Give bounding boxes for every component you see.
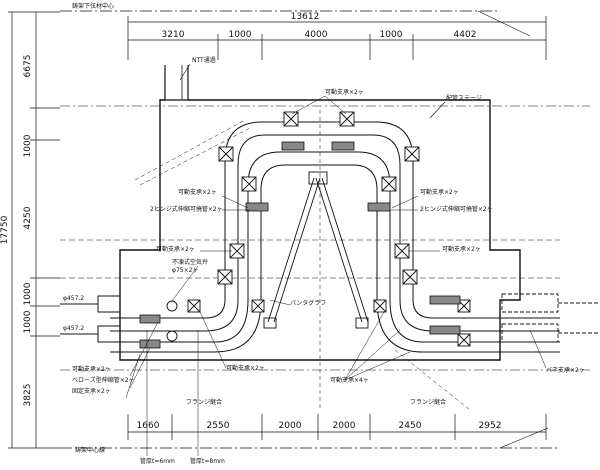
label-top-center: 鋳架下弦材中心 xyxy=(72,2,114,10)
callout-leaders xyxy=(125,95,547,399)
label-bottom-center: 鋳架中心線 xyxy=(75,446,105,454)
dim-bottom-6: 2952 xyxy=(479,421,502,431)
label-flange-right: フランジ継合 xyxy=(410,398,446,406)
flex-joints xyxy=(139,141,461,349)
plate-leaders xyxy=(146,330,199,456)
air-valves xyxy=(166,300,178,342)
label-pipe-size-2: φ457.2 xyxy=(63,325,84,332)
dim-left-6: 3825 xyxy=(23,384,33,407)
top-dimensions xyxy=(60,10,547,60)
pantograph-truss xyxy=(263,171,369,329)
label-movable-bottom-left: 可動支承×2ヶ xyxy=(72,365,111,373)
label-movable-right: 可動支承×2ヶ xyxy=(420,188,459,196)
label-bellows: ベローズ型伸縮管×2ヶ xyxy=(72,376,135,384)
label-valve: 不凍式空気弁 xyxy=(172,258,208,266)
dim-left-2: 1000 xyxy=(23,134,33,157)
label-truss: パンタグラフ xyxy=(290,299,326,307)
dim-left-overall: 17750 xyxy=(0,215,10,244)
dim-left-4: 1000 xyxy=(23,282,33,305)
label-stage: 配管ステージ xyxy=(446,94,482,102)
label-hinge-left: 2ヒンジ式伸縮可撓管×2ヶ xyxy=(150,205,223,213)
label-spring: バネ支承×2ヶ xyxy=(546,366,585,374)
dim-bottom-4: 2000 xyxy=(333,421,356,431)
dim-bottom-1: 1660 xyxy=(137,421,160,431)
dim-left-3: 4250 xyxy=(23,206,33,229)
label-movable-bottom: 可動支承×2ヶ xyxy=(226,364,265,372)
label-hinge-right: 2ヒンジ式伸縮可撓管×2ヶ xyxy=(420,205,493,213)
label-plate-1: 管厚t=6mm xyxy=(140,457,175,465)
dim-top-1: 3210 xyxy=(162,30,185,40)
label-pipe-size-1: φ457.2 xyxy=(63,295,84,302)
stage-outline xyxy=(60,65,590,371)
dim-top-4: 1000 xyxy=(380,30,403,40)
dim-left-1: 6675 xyxy=(23,55,33,78)
bottom-dimensions xyxy=(60,414,560,449)
label-valve-size: φ75×2ヶ xyxy=(172,267,198,274)
label-movable-mid-right: 可動支承×2ヶ xyxy=(442,245,481,253)
label-fixed: 固定支承×2ヶ xyxy=(72,387,111,395)
pipe-supports xyxy=(187,111,471,347)
dim-top-overall: 13612 xyxy=(291,12,320,22)
dim-left-5: 1000 xyxy=(23,310,33,333)
construction-lines xyxy=(134,110,471,411)
dim-top-3: 4000 xyxy=(305,30,328,40)
dim-bottom-3: 2000 xyxy=(279,421,302,431)
left-dimensions xyxy=(8,11,60,449)
label-ntt: NTT通過 xyxy=(192,56,216,64)
label-movable-mid-left: 可動支承×2ヶ xyxy=(156,245,195,253)
dim-bottom-2: 2550 xyxy=(207,421,230,431)
label-movable-top: 可動支承×2ヶ xyxy=(325,88,364,96)
dim-top-5: 4402 xyxy=(454,30,477,40)
left-pipe-ends xyxy=(60,295,121,343)
right-pipe-ends xyxy=(501,293,598,343)
label-plate-2: 管厚t=8mm xyxy=(190,457,225,465)
dim-top-2: 1000 xyxy=(229,30,252,40)
dim-bottom-5: 2450 xyxy=(399,421,422,431)
label-movable-left: 可動支承×2ヶ xyxy=(178,188,217,196)
label-flange-left: フランジ継合 xyxy=(186,398,222,406)
label-movable-bottom-right: 可動支承×4ヶ xyxy=(330,376,369,384)
